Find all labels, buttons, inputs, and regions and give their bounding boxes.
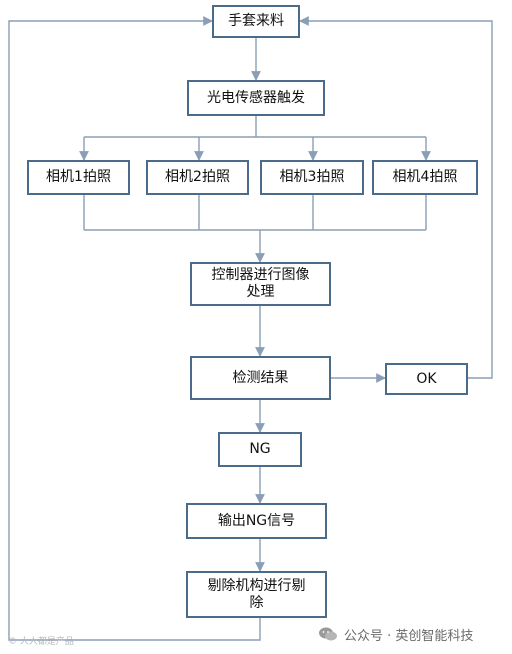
- node-glove-arrival: 手套来料: [212, 5, 300, 38]
- node-glove-arrival-label: 手套来料: [228, 13, 284, 29]
- node-controller-label-line2: 处理: [246, 284, 275, 300]
- node-ng: NG: [218, 432, 302, 467]
- node-camera1-label: 相机1拍照: [46, 169, 111, 185]
- watermark-left: © 人人都是产品: [8, 637, 74, 647]
- node-camera3: 相机3拍照: [260, 160, 364, 195]
- node-ok: OK: [385, 363, 468, 395]
- node-reject: 剔除机构进行剔 除: [186, 571, 327, 618]
- node-detection-result-label: 检测结果: [232, 369, 289, 386]
- node-ng-label: NG: [249, 441, 271, 457]
- node-sensor-trigger: 光电传感器触发: [187, 80, 325, 116]
- watermark-right: 公众号 · 英创智能科技: [318, 624, 473, 644]
- watermark-right-label: 公众号 · 英创智能科技: [344, 628, 474, 644]
- node-controller-label-line1: 控制器进行图像: [211, 267, 310, 283]
- node-camera1: 相机1拍照: [27, 160, 130, 195]
- node-camera4: 相机4拍照: [372, 160, 478, 195]
- node-ng-signal-label: 输出NG信号: [217, 512, 296, 529]
- node-camera3-label: 相机3拍照: [279, 169, 345, 185]
- wechat-icon: [319, 627, 337, 641]
- node-ng-signal: 输出NG信号: [186, 503, 327, 539]
- node-reject-label-line2: 除: [249, 594, 264, 611]
- node-sensor-trigger-label: 光电传感器触发: [207, 89, 305, 106]
- arrow-reject-loop-back: [8, 16, 261, 641]
- node-reject-label-line1: 剔除机构进行剔: [207, 577, 306, 594]
- node-detection-result: 检测结果: [190, 356, 331, 400]
- node-controller: 控制器进行图像 处理: [190, 262, 331, 306]
- arrow-ok-loop-back: [299, 16, 493, 379]
- node-ok-label: OK: [416, 370, 437, 387]
- node-camera4-label: 相机4拍照: [392, 169, 458, 185]
- node-camera2: 相机2拍照: [146, 160, 249, 195]
- node-camera2-label: 相机2拍照: [165, 169, 230, 185]
